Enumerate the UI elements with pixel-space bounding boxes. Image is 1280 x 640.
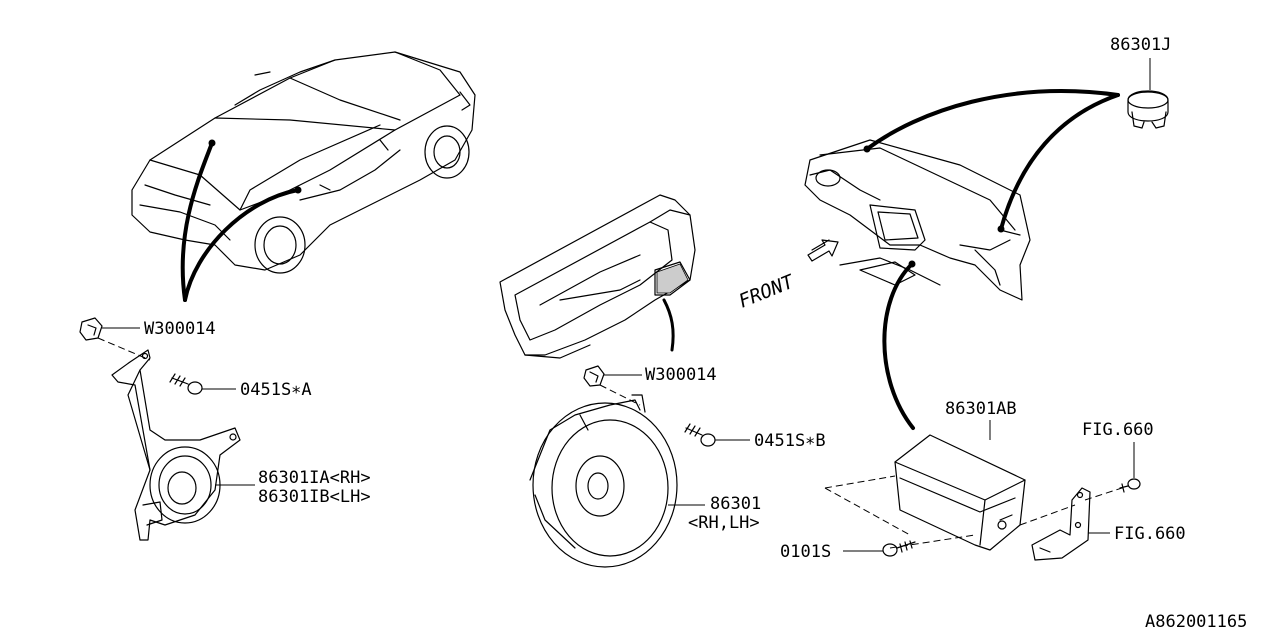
screw-fig-part <box>1119 478 1141 493</box>
label-diagram-id: A862001165 <box>1145 612 1247 632</box>
front-arrow <box>807 239 839 262</box>
center-speaker-part <box>1127 90 1169 129</box>
bolt-center-part <box>684 423 716 447</box>
dashboard-illustration <box>804 139 1031 301</box>
door-trim-illustration <box>499 194 696 359</box>
tweeter-left-part <box>111 349 241 541</box>
bolt-left-part <box>169 373 203 395</box>
bolt-amp-part <box>882 540 916 557</box>
label-front: FRONT <box>736 270 799 312</box>
wire-center <box>662 298 675 352</box>
label-bolt-left: 0451S∗A <box>240 380 312 400</box>
label-door-speaker-num: 86301 <box>710 494 761 514</box>
label-clip-center: W300014 <box>645 365 717 385</box>
label-tweeter-lh: 86301IB<LH> <box>258 487 371 507</box>
wire-dash-2 <box>999 93 1120 231</box>
wire-left-2 <box>183 188 300 302</box>
label-fig-right: FIG.660 <box>1114 524 1186 544</box>
clip-left-part <box>79 317 103 341</box>
wire-dash-1 <box>865 89 1120 151</box>
label-center-speaker: 86301J <box>1110 35 1171 55</box>
vehicle-illustration <box>131 51 476 274</box>
label-tweeter-rh: 86301IA<RH> <box>258 468 371 488</box>
label-amplifier: 86301AB <box>945 399 1017 419</box>
door-speaker-part <box>529 394 678 568</box>
label-bolt-center: 0451S∗B <box>754 431 826 451</box>
label-bolt-amp: 0101S <box>780 542 831 562</box>
clip-center-part <box>583 365 605 387</box>
wire-dash-3 <box>882 262 915 430</box>
label-door-speaker-side: <RH,LH> <box>688 513 760 533</box>
wire-left-1 <box>180 141 214 302</box>
label-fig-top: FIG.660 <box>1082 420 1154 440</box>
amplifier-part <box>894 434 1026 551</box>
bracket-part <box>1031 487 1091 561</box>
label-clip-left: W300014 <box>144 319 216 339</box>
